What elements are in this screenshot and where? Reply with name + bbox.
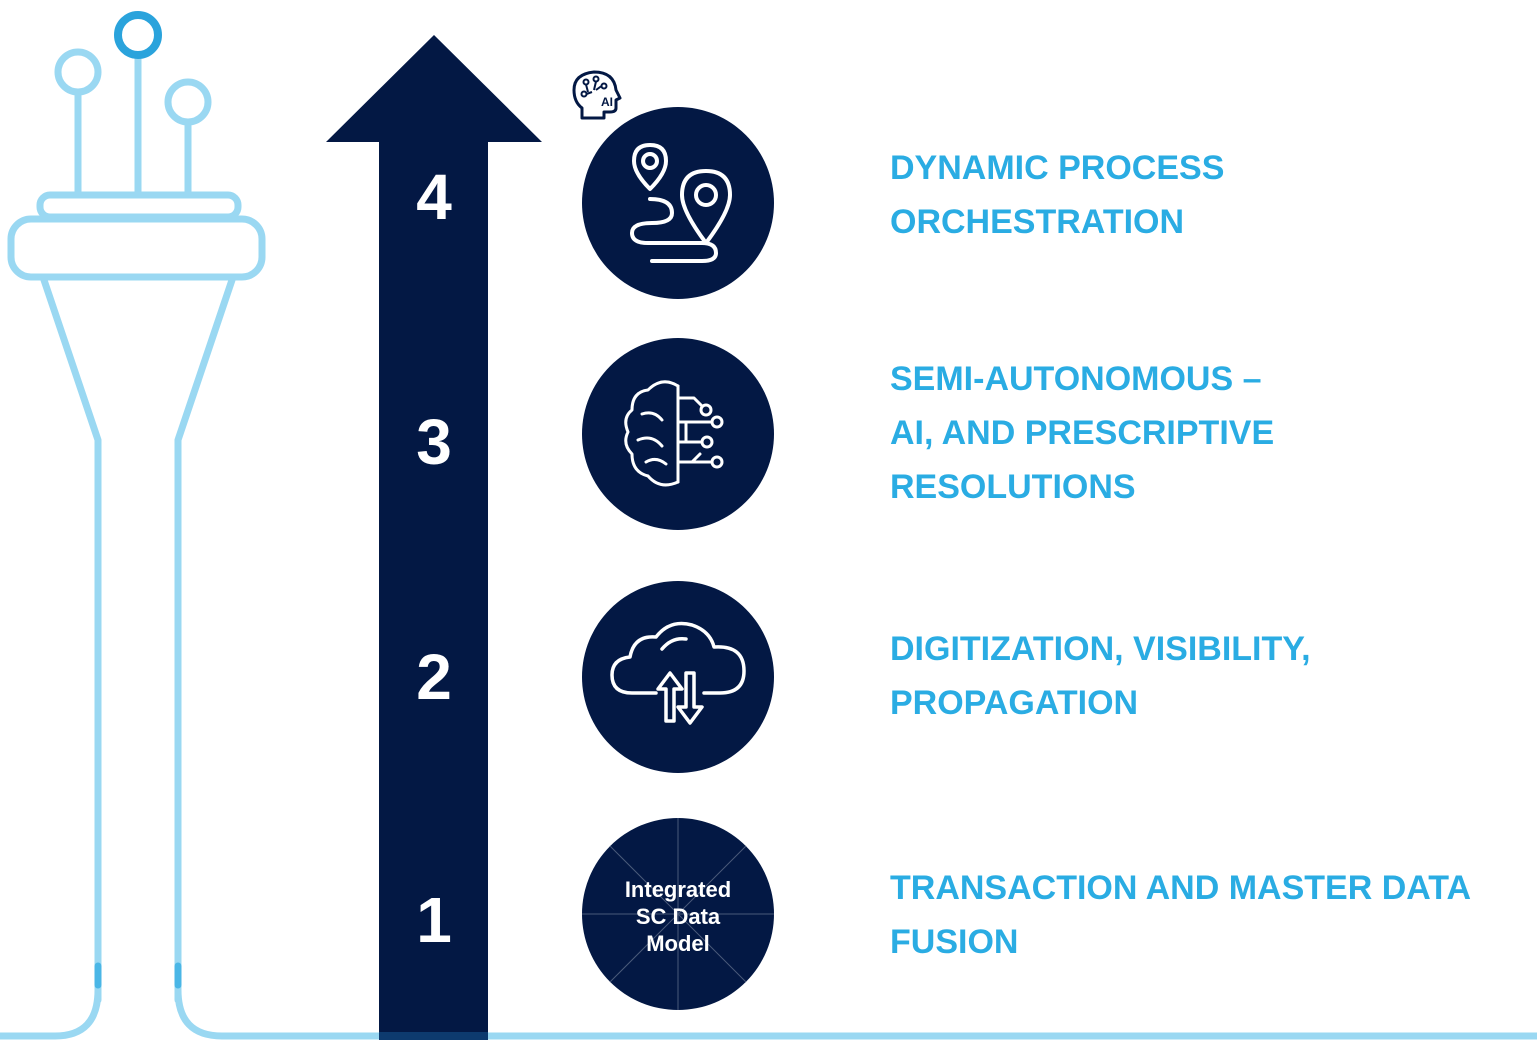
ai-badge-text: AI — [601, 95, 613, 109]
data-model-line-1: Integrated — [624, 877, 732, 902]
step-2-label: DIGITIZATION, VISIBILITY, PROPAGATION — [890, 622, 1311, 730]
step-number-2: 2 — [416, 641, 452, 713]
step-1-label: TRANSACTION AND MASTER DATA FUSION — [890, 861, 1471, 969]
data-model-line-2: SC Data — [635, 904, 721, 929]
cloud-sync-icon — [610, 621, 746, 725]
step-4-label-line-2: ORCHESTRATION — [890, 203, 1185, 241]
step-number-3: 3 — [416, 406, 452, 478]
step-3-label-line-1: SEMI-AUTONOMOUS – — [890, 360, 1262, 398]
step-1-label-line-1: TRANSACTION AND MASTER DATA — [890, 869, 1472, 907]
step-number-4: 4 — [416, 161, 452, 233]
step-3-label-line-2: AI, AND PRESCRIPTIVE — [890, 414, 1275, 452]
map-route-icon — [630, 143, 732, 263]
step-2-label-line-2: PROPAGATION — [890, 684, 1139, 722]
data-model-label: Integrated SC Data Model — [582, 876, 774, 957]
step-2-label-line-1: DIGITIZATION, VISIBILITY, — [890, 630, 1311, 668]
step-1-icon-circle: Integrated SC Data Model — [582, 818, 774, 1010]
step-3-icon-circle — [582, 338, 774, 530]
step-3-label-line-3: RESOLUTIONS — [890, 468, 1136, 506]
step-4-label-line-1: DYNAMIC PROCESS — [890, 149, 1225, 187]
step-1-label-line-2: FUSION — [890, 923, 1019, 961]
step-4-icon-circle — [582, 107, 774, 299]
data-model-icon — [582, 818, 774, 1010]
step-number-1: 1 — [416, 884, 452, 956]
step-3-label: SEMI-AUTONOMOUS – AI, AND PRESCRIPTIVE R… — [890, 352, 1274, 514]
brain-circuit-icon — [624, 380, 724, 487]
step-2-icon-circle — [582, 581, 774, 773]
data-model-line-3: Model — [646, 931, 710, 956]
ai-head-icon: AI — [572, 70, 622, 120]
step-4-label: DYNAMIC PROCESS ORCHESTRATION — [890, 141, 1224, 249]
